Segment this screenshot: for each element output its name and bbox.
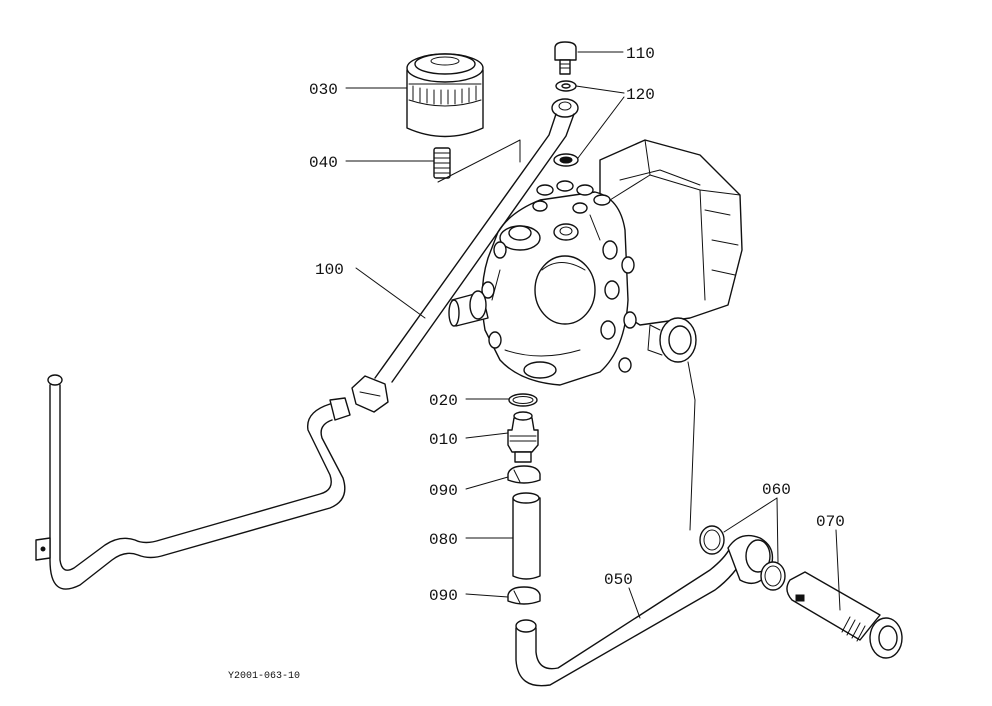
part-label-080: 080: [429, 531, 458, 549]
part-label-090-lower: 090: [429, 587, 458, 605]
part-label-100: 100: [315, 261, 344, 279]
mounting-reference-line: [437, 139, 521, 183]
sealing-washer-upper: [555, 80, 577, 92]
hose-clamp-lower-part: [507, 586, 541, 605]
part-label-050: 050: [604, 571, 633, 589]
part-label-010: 010: [429, 431, 458, 449]
part-label-020: 020: [429, 392, 458, 410]
hose-clamp-upper-part: [507, 465, 541, 484]
o-ring-pair-060: [699, 525, 786, 591]
hose-part: [512, 492, 541, 580]
part-label-060: 060: [762, 481, 791, 499]
part-label-090-upper: 090: [429, 482, 458, 500]
suction-pipe-part: [515, 534, 774, 687]
return-line: [687, 361, 696, 531]
part-label-070: 070: [816, 513, 845, 531]
hydraulic-pump-housing: [448, 139, 743, 386]
part-label-120: 120: [626, 86, 655, 104]
leader-lines: [345, 51, 841, 619]
o-ring-upper-part: [508, 393, 538, 407]
figure-code: Y2001-063-10: [228, 671, 300, 682]
oil-filter-part: [406, 53, 484, 138]
strainer-part: [786, 571, 903, 659]
delivery-pipe-part: [35, 98, 579, 590]
part-label-030: 030: [309, 81, 338, 99]
part-label-040: 040: [309, 154, 338, 172]
part-label-110: 110: [626, 45, 655, 63]
sealing-washer-lower: [553, 153, 579, 167]
banjo-bolt-part: [554, 41, 577, 75]
filter-nipple-part: [433, 147, 451, 179]
adapter-part: [507, 411, 539, 463]
